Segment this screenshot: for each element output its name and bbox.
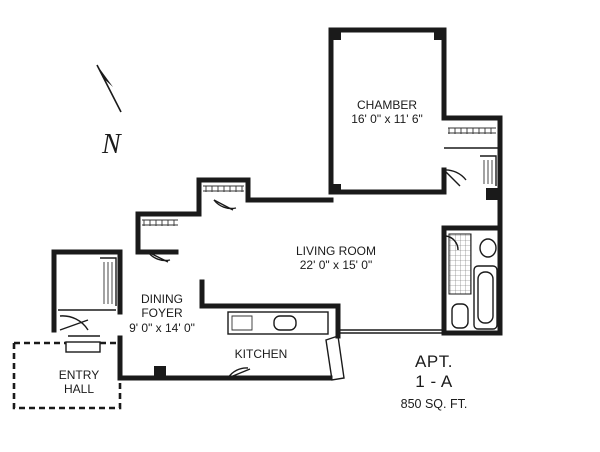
apartment-unit: 1 - A xyxy=(415,372,453,392)
dining-foyer-line2: FOYER xyxy=(141,306,183,321)
north-arrow-icon xyxy=(96,64,122,113)
living-room-name: LIVING ROOM xyxy=(295,244,376,258)
kitchen-walls xyxy=(117,279,345,381)
apartment-label: APT. xyxy=(415,352,453,371)
entry-hall-line2: HALL xyxy=(63,382,95,397)
kitchen-label: KITCHEN xyxy=(226,347,296,361)
dining-foyer-label: DINING FOYER 9' 0" x 14' 0" xyxy=(122,292,202,335)
dining-foyer-dims: 9' 0" x 14' 0" xyxy=(129,320,195,335)
north-label: N xyxy=(102,129,121,160)
living-room-label: LIVING ROOM 22' 0" x 15' 0" xyxy=(284,244,388,273)
chamber-label: CHAMBER 16' 0" x 11' 6" xyxy=(345,98,429,127)
living-room-dims: 22' 0" x 15' 0" xyxy=(299,258,373,273)
hall-closet xyxy=(441,115,503,235)
chamber-dims: 16' 0" x 11' 6" xyxy=(351,112,423,127)
apartment-area: 850 SQ. FT. xyxy=(400,396,468,411)
entry-hall-label: ENTRY HALL xyxy=(54,368,104,397)
living-room-walls xyxy=(135,177,447,336)
chamber-walls xyxy=(328,27,447,195)
bathroom xyxy=(441,225,503,336)
entry-hall-line1: ENTRY xyxy=(58,368,100,382)
chamber-name: CHAMBER xyxy=(356,98,417,112)
entry-hall xyxy=(12,335,122,410)
apartment-info: APT. 1 - A 850 SQ. FT. xyxy=(384,352,484,412)
dining-foyer-walls xyxy=(51,249,123,381)
kitchen-name: KITCHEN xyxy=(234,347,288,361)
dining-foyer-line1: DINING xyxy=(141,292,183,306)
